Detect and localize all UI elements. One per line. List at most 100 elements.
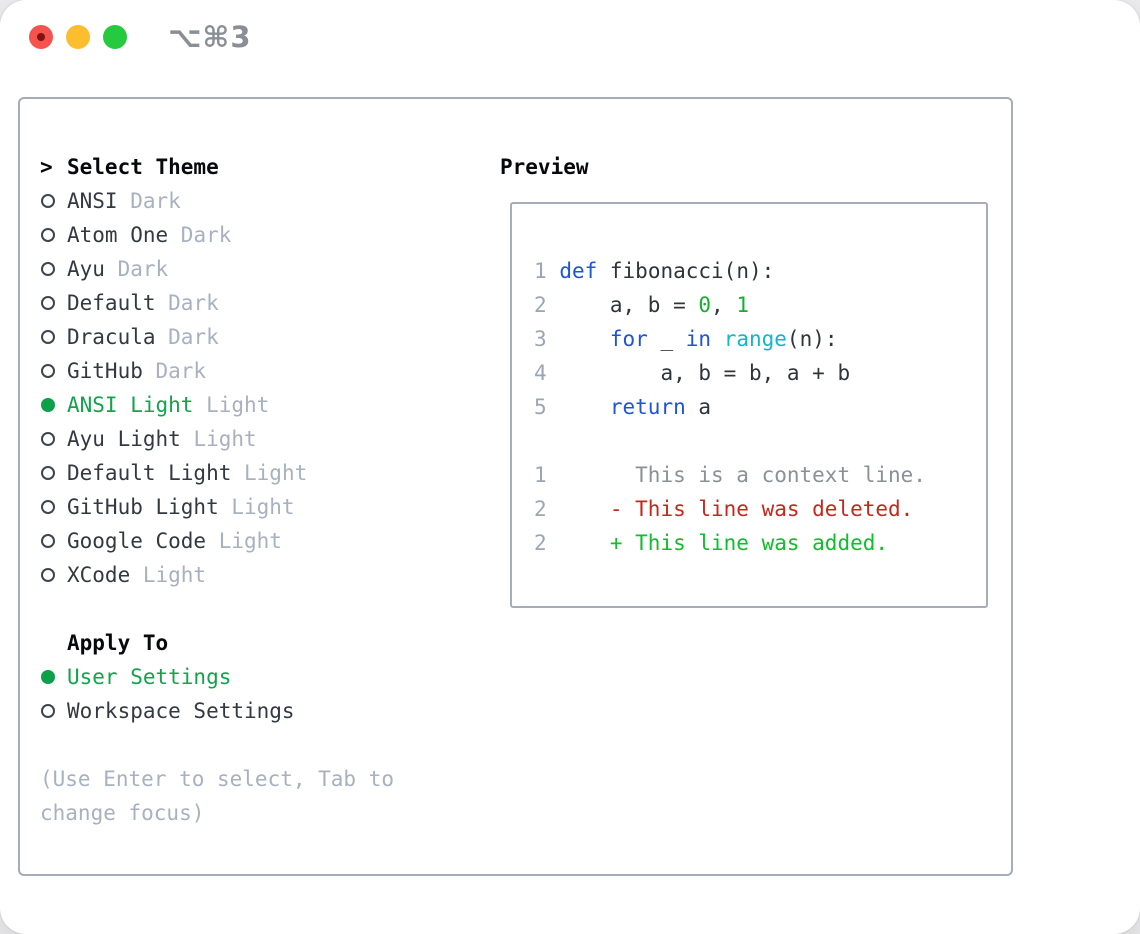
radio-circle [41, 330, 55, 344]
code-token [547, 327, 610, 351]
radio-unselected-icon [40, 296, 67, 310]
title-bar: ⌥⌘3 [0, 0, 1140, 74]
option-label: Workspace Settings [67, 699, 295, 723]
code-token: , [711, 293, 737, 317]
option-label: User Settings [67, 665, 232, 689]
line-number: 2 [534, 293, 547, 317]
line-number: 1 [534, 463, 547, 487]
code-line: 3 for _ in range(n): [534, 322, 986, 356]
radio-circle [41, 500, 55, 514]
radio-unselected-icon [40, 500, 67, 514]
option-label: Ayu [67, 257, 105, 281]
code-line: 5 return a [534, 390, 986, 424]
theme-option[interactable]: GitHub Dark [40, 354, 470, 388]
radio-unselected-icon [40, 432, 67, 446]
option-label: GitHub [67, 359, 143, 383]
code-line: 4 a, b = b, a + b [534, 356, 986, 390]
line-number: 2 [534, 497, 547, 521]
theme-variant-badge: Light [218, 529, 282, 553]
close-button[interactable] [29, 25, 53, 49]
radio-circle [41, 194, 55, 208]
radio-circle [41, 432, 55, 446]
window-shortcut-label: ⌥⌘3 [168, 20, 252, 54]
code-token: This is a context line. [546, 463, 926, 487]
theme-variant-badge: Dark [130, 189, 181, 213]
option-label: Ayu Light [67, 427, 181, 451]
radio-circle [41, 228, 55, 242]
code-token [711, 327, 724, 351]
radio-unselected-icon [40, 534, 67, 548]
radio-unselected-icon [40, 364, 67, 378]
code-token: return [609, 395, 686, 419]
diff-line: 2 - This line was deleted. [534, 492, 986, 526]
chevron-right-icon: > [40, 155, 53, 179]
theme-variant-badge: Dark [155, 359, 207, 383]
minimize-button[interactable] [66, 25, 90, 49]
select-theme-title: Select Theme [67, 155, 219, 179]
theme-variant-badge: Light [231, 495, 295, 519]
apply-to-option[interactable]: Workspace Settings [40, 694, 470, 728]
radio-selected-icon [40, 670, 67, 684]
theme-variant-badge: Light [193, 427, 257, 451]
preview-title: Preview [500, 155, 589, 179]
theme-option[interactable]: Ayu Light Light [40, 422, 470, 456]
radio-circle [41, 296, 55, 310]
radio-selected-icon [40, 398, 67, 412]
code-token: in [685, 327, 712, 351]
theme-option[interactable]: Dracula Dark [40, 320, 470, 354]
code-token: range [723, 327, 787, 351]
code-token: a [685, 395, 712, 419]
spacer [40, 592, 470, 626]
theme-option[interactable]: ANSI Light Light [40, 388, 470, 422]
radio-circle [41, 262, 55, 276]
code-line: 1 def fibonacci(n): [534, 254, 986, 288]
radio-unselected-icon [40, 704, 67, 718]
theme-variant-badge: Dark [117, 257, 169, 281]
line-number: 3 [534, 327, 547, 351]
apply-to-header: Apply To [40, 626, 470, 660]
radio-circle [41, 466, 55, 480]
code-token: 1 [736, 293, 749, 317]
radio-unselected-icon [40, 466, 67, 480]
apply-to-option[interactable]: User Settings [40, 660, 470, 694]
radio-circle [41, 568, 55, 582]
spacer [534, 424, 986, 458]
apply-to-title: Apply To [67, 631, 169, 655]
option-label: Dracula [67, 325, 156, 349]
diff-line: 2 + This line was added. [534, 526, 986, 560]
theme-variant-badge: Light [206, 393, 270, 417]
option-label: ANSI Light [67, 393, 194, 417]
code-token: - This line was deleted. [546, 497, 914, 521]
theme-option[interactable]: Ayu Dark [40, 252, 470, 286]
line-number: 1 [534, 259, 547, 283]
select-theme-header: > Select Theme [40, 150, 470, 184]
zoom-button[interactable] [103, 25, 127, 49]
theme-variant-badge: Light [142, 563, 207, 587]
radio-circle [41, 670, 55, 684]
theme-option[interactable]: Google Code Light [40, 524, 470, 558]
code-token: _ [647, 327, 686, 351]
radio-circle [41, 398, 55, 412]
line-number: 4 [534, 361, 547, 385]
code-token: (n): [786, 327, 838, 351]
code-token: fibonacci(n): [597, 259, 775, 283]
theme-variant-badge: Dark [168, 325, 219, 349]
code-token [547, 395, 610, 419]
focus-marker: > [40, 150, 67, 184]
option-label: Google Code [67, 529, 207, 553]
line-number: 2 [534, 531, 547, 555]
radio-circle [41, 364, 55, 378]
code-token [547, 259, 560, 283]
code-line: 2 a, b = 0, 1 [534, 288, 986, 322]
